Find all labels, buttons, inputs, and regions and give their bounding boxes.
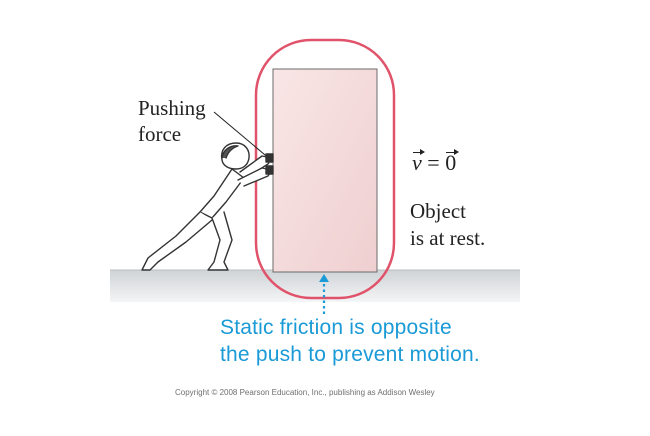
person-pushing-icon — [141, 142, 274, 271]
pushing-force-line2: force — [138, 122, 182, 146]
upward-dotted-arrow-icon — [319, 274, 329, 314]
copyright-notice: Copyright © 2008 Pearson Education, Inc.… — [175, 388, 435, 397]
velocity-equation: v = 0 — [412, 149, 460, 176]
object-at-rest-label: Object is at rest. — [410, 198, 485, 252]
velocity-symbol: v — [412, 149, 425, 175]
box — [272, 68, 378, 273]
static-friction-caption: Static friction is opposite the push to … — [220, 314, 480, 368]
pushing-force-label: Pushing force — [138, 95, 206, 147]
pushing-force-leader — [213, 111, 272, 161]
friction-line2: the push to prevent motion. — [220, 343, 480, 366]
rest-line2: is at rest. — [410, 226, 486, 250]
floor — [110, 270, 520, 302]
equals-sign: = — [421, 150, 446, 175]
friction-line1: Static friction is opposite — [220, 316, 452, 339]
pushing-force-line1: Pushing — [138, 96, 206, 120]
zero-vector: 0 — [445, 149, 460, 175]
rest-line1: Object — [410, 199, 466, 223]
